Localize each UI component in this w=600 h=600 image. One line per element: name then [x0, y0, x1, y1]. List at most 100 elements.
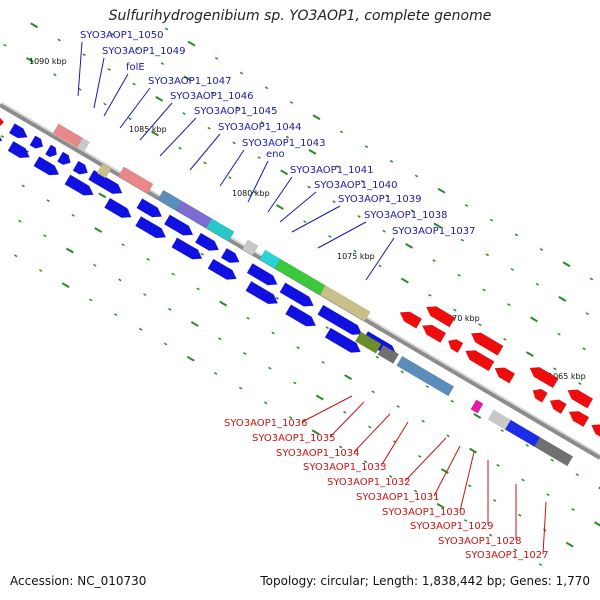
scale-tick — [107, 68, 111, 71]
scale-tick — [164, 342, 168, 346]
scale-label-kbp: 1075 kbp — [337, 252, 375, 261]
scale-tick — [312, 114, 321, 121]
forward-gene-leader — [93, 57, 105, 109]
scale-tick — [363, 460, 368, 464]
scale-tick — [235, 106, 240, 110]
reverse-gene-leader — [542, 501, 547, 555]
scale-tick — [21, 184, 25, 188]
scale-tick — [428, 293, 432, 297]
scale-tick — [308, 148, 317, 155]
reverse-cds-arrow — [529, 367, 559, 389]
scale-tick — [228, 176, 232, 180]
scale-tick — [303, 220, 307, 224]
scale-tick — [118, 278, 122, 282]
accession-text: Accession: NC_010730 — [10, 574, 147, 588]
scale-tick — [243, 352, 247, 355]
cog-block — [377, 344, 400, 364]
scale-tick — [344, 374, 353, 380]
cog-block — [241, 239, 259, 256]
scale-tick — [421, 419, 425, 423]
scale-tick — [338, 445, 343, 449]
cog-block — [76, 137, 90, 152]
scale-tick — [353, 249, 357, 253]
scale-tick — [293, 381, 297, 385]
scale-tick — [89, 298, 93, 302]
reverse-cds-arrow — [549, 399, 567, 414]
forward-gene-label: SYO3AOP1_1037 — [392, 226, 476, 237]
scale-tick — [440, 468, 449, 474]
scale-tick — [425, 385, 429, 388]
scale-tick — [594, 521, 600, 527]
scale-tick — [103, 102, 107, 106]
scale-tick — [238, 386, 243, 390]
reverse-gene-leader — [459, 451, 475, 512]
forward-cds-arrow — [285, 304, 317, 327]
scale-tick — [413, 489, 418, 493]
scale-tick — [178, 146, 182, 150]
scale-tick — [143, 293, 147, 297]
scale-tick — [65, 247, 74, 254]
scale-tick — [14, 254, 18, 258]
scale-tick — [207, 126, 211, 130]
scale-tick — [339, 130, 344, 134]
scale-tick — [388, 474, 393, 478]
forward-cds-arrow — [245, 280, 279, 305]
reverse-gene-leader — [433, 445, 461, 497]
forward-cds-arrow — [279, 282, 314, 307]
reverse-cds-arrow — [465, 350, 495, 372]
scale-tick — [335, 165, 340, 168]
reverse-gene-label: SYO3AOP1_1032 — [327, 477, 411, 488]
scale-tick — [469, 447, 478, 454]
scale-tick — [213, 372, 218, 375]
scale-tick — [186, 355, 195, 362]
scale-tick — [239, 71, 244, 75]
forward-gene-leader — [247, 160, 269, 203]
genome-title: Sulfurihydrogenibium sp. YO3AOP1, comple… — [108, 8, 492, 24]
scale-label-kbp: 1080 kbp — [232, 189, 270, 198]
scale-tick — [289, 101, 294, 104]
reverse-cds-arrow — [422, 324, 447, 343]
scale-tick — [296, 346, 300, 350]
scale-tick — [464, 204, 469, 207]
scale-tick — [357, 215, 361, 218]
forward-gene-leader — [139, 102, 173, 141]
scale-tick — [71, 213, 75, 217]
scale-tick — [385, 194, 390, 198]
forward-cds-arrow — [29, 135, 44, 149]
scale-tick — [155, 95, 164, 102]
forward-gene-leader — [159, 117, 197, 157]
scale-tick — [219, 300, 228, 307]
scale-tick — [280, 169, 289, 176]
scale-tick — [389, 159, 394, 163]
forward-gene-label: SYO3AOP1_1038 — [364, 210, 448, 221]
genome-summary: Topology: circular; Length: 1,838,442 bp… — [260, 574, 590, 588]
scale-tick — [264, 86, 269, 90]
scale-tick — [275, 204, 284, 210]
scale-tick — [405, 242, 414, 249]
scale-tick — [39, 269, 43, 272]
reverse-gene-leader — [404, 437, 447, 482]
scale-label-kbp: 1065 kbp — [548, 372, 586, 381]
scale-tick — [414, 174, 419, 178]
scale-tick — [46, 199, 50, 203]
forward-gene-labels: SYO3AOP1_1050SYO3AOP1_1049folESYO3AOP1_1… — [77, 30, 476, 281]
scale-tick — [210, 91, 215, 95]
forward-cds-arrow — [33, 156, 60, 176]
forward-gene-label: SYO3AOP1_1050 — [80, 30, 164, 41]
scale-tick — [485, 253, 490, 257]
cog-block — [504, 419, 541, 448]
scale-tick — [473, 413, 482, 419]
reverse-gene-label: SYO3AOP1_1030 — [382, 507, 466, 518]
scale-tick — [496, 463, 500, 467]
cog-block — [96, 163, 112, 179]
scale-tick — [146, 258, 150, 261]
forward-cds-arrow — [171, 237, 203, 260]
scale-tick — [78, 87, 82, 91]
forward-cds-arrow — [220, 247, 240, 264]
scale-tick — [246, 316, 250, 320]
cog-block — [319, 285, 371, 322]
scale-tick — [488, 533, 493, 537]
forward-gene-leader — [219, 149, 245, 187]
forward-cds-arrow — [246, 263, 278, 286]
